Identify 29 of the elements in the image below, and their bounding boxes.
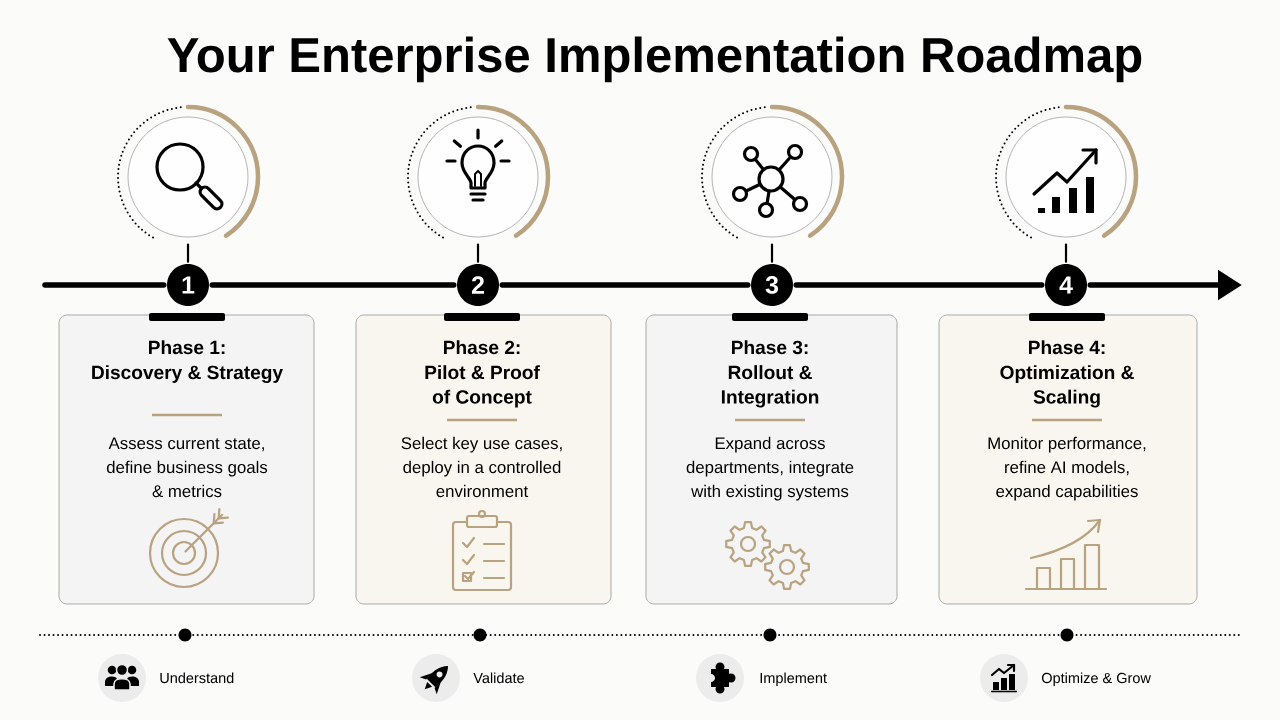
card-heading: Pilot & Proof of Concept xyxy=(425,365,540,408)
card-description: Assess current state, define business goals & metrics xyxy=(106,437,268,498)
card-heading: Discovery & Strategy xyxy=(92,365,283,384)
connector-line xyxy=(1064,243,1068,263)
card-description: Monitor performance, refine AI models, expand capabilities xyxy=(988,436,1146,501)
phase-label: Phase 2: xyxy=(444,340,520,355)
timeline-line xyxy=(42,282,167,288)
title: Your Enterprise Implementation Roadmap xyxy=(167,36,1142,83)
connector-line xyxy=(476,243,480,263)
timeline-line xyxy=(499,282,751,288)
card-description: Expand across departments, integrate with existing systems xyxy=(686,436,854,501)
stage-label: Validate xyxy=(473,672,524,684)
number-badge: 3 xyxy=(751,264,793,306)
phase-label: Phase 3: xyxy=(732,340,808,355)
stage-label: Implement xyxy=(760,672,827,686)
card-heading: Rollout & Integration xyxy=(721,365,819,408)
card-heading: Optimization & Scaling xyxy=(1000,365,1134,408)
phase-label: Phase 1: xyxy=(149,340,225,355)
connector-line xyxy=(770,243,774,263)
stage-label: Optimize & Grow xyxy=(1041,672,1151,686)
number-badge: 1 xyxy=(167,264,209,306)
stage-label: Understand xyxy=(160,672,234,684)
timeline-line xyxy=(209,282,457,288)
connector-line xyxy=(186,243,190,263)
card-description: Select key use cases, deploy in a controlled environment xyxy=(401,436,562,498)
timeline-line xyxy=(793,282,1045,288)
phase-label: Phase 4: xyxy=(1029,340,1105,355)
number-badge: 4 xyxy=(1045,264,1087,306)
number-badge: 2 xyxy=(457,264,499,306)
